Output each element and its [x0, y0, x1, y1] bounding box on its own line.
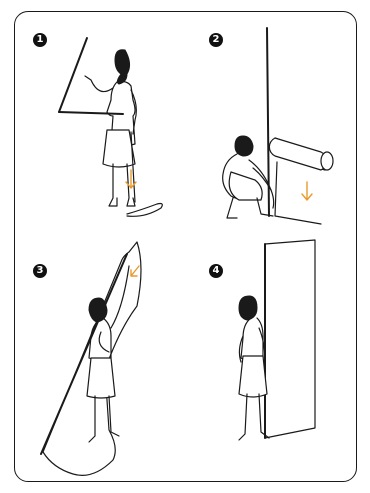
- legs: [227, 198, 273, 218]
- skirt: [103, 130, 135, 167]
- pole: [59, 38, 87, 112]
- top: [241, 318, 263, 361]
- step-4-panel: 4: [187, 244, 357, 480]
- step-2-panel: 2: [187, 12, 357, 242]
- hair: [235, 136, 253, 156]
- banner-graphic: [265, 240, 315, 438]
- hair: [115, 50, 130, 84]
- step-2-illustration: [187, 12, 357, 242]
- right-arm: [131, 90, 136, 134]
- hair: [239, 296, 257, 320]
- step-1-panel: 1: [15, 12, 185, 242]
- left-arm: [85, 76, 113, 92]
- vertical-pole: [267, 28, 269, 216]
- instruction-card: 1 2: [14, 11, 357, 482]
- skirt: [87, 358, 115, 398]
- step-3-illustration: [15, 244, 185, 480]
- down-arrow: [302, 182, 312, 200]
- step-3-panel: 3: [15, 244, 185, 480]
- skirt: [239, 356, 267, 397]
- roll-cassette: [269, 138, 326, 170]
- step-4-illustration: [187, 244, 357, 480]
- step-1-illustration: [15, 12, 185, 242]
